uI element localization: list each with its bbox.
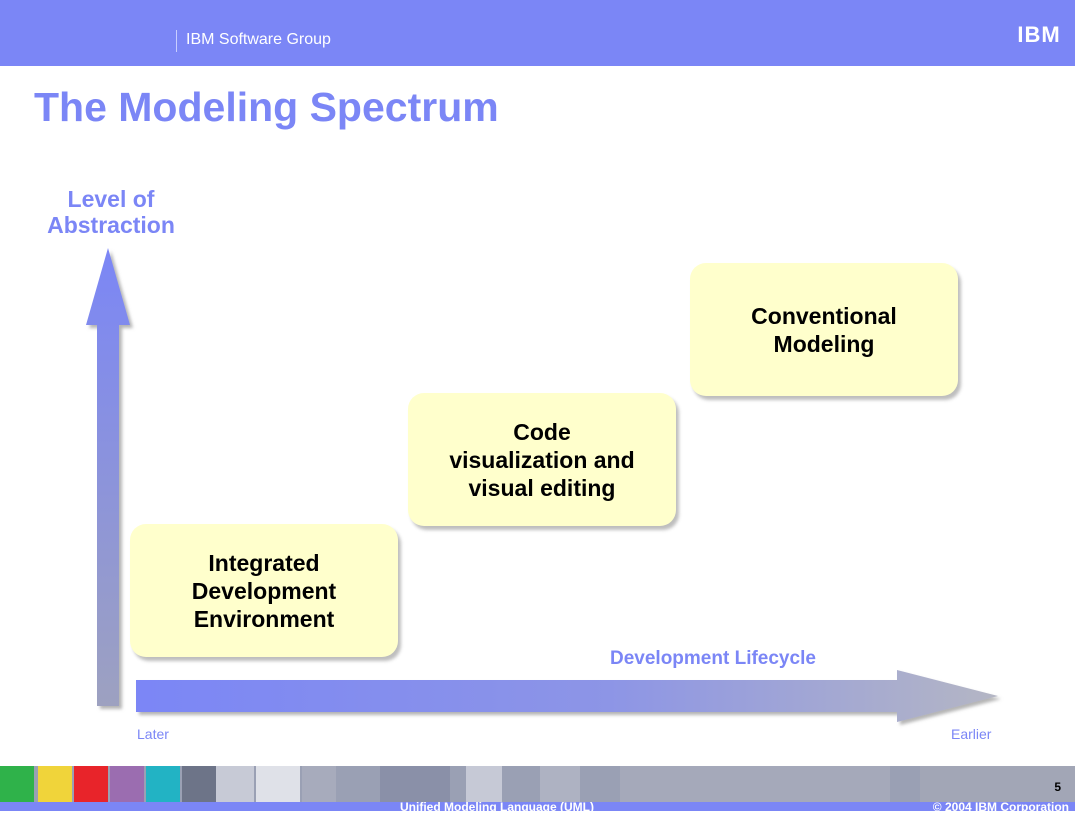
footer-tile-gray [620, 766, 890, 802]
header-separator [176, 30, 177, 52]
ibm-logo: IBM [1017, 22, 1061, 47]
y-axis-label: Level of Abstraction [47, 186, 175, 238]
ide-box-label: Integrated Development Environment [191, 549, 337, 632]
footer-bar [0, 802, 1075, 811]
code-visualization-box-label: Code visualization and visual editing [449, 418, 635, 501]
x-axis-arrow [136, 670, 998, 722]
footer-title: Unified Modeling Language (UML) [400, 800, 594, 814]
footer-tile-photo-3 [256, 766, 300, 802]
footer-tile-photo-7 [540, 766, 580, 802]
code-visualization-box: Code visualization and visual editing [408, 393, 676, 526]
conventional-modeling-box: Conventional Modeling [690, 263, 958, 396]
footer-tile-yellow [38, 766, 72, 802]
footer-tile-photo-2 [216, 766, 254, 802]
footer-tile-green [0, 766, 34, 802]
footer-tile-photo-5 [380, 766, 450, 802]
y-axis-arrow [86, 248, 130, 706]
slide-title: The Modeling Spectrum [34, 84, 499, 130]
x-axis-end-label: Earlier [951, 726, 992, 742]
footer-tile-red [74, 766, 108, 802]
x-axis-label: Development Lifecycle [610, 648, 816, 669]
conventional-modeling-box-label: Conventional Modeling [751, 302, 897, 357]
ide-box: Integrated Development Environment [130, 524, 398, 657]
page-number: 5 [1054, 780, 1061, 794]
footer-tile-photo-1 [182, 766, 216, 802]
header-bar: IBM Software Group IBM [0, 0, 1075, 66]
footer-tile-purple [110, 766, 144, 802]
footer-copyright: © 2004 IBM Corporation [932, 800, 1069, 814]
header-group-name: IBM Software Group [186, 31, 331, 48]
x-axis-start-label: Later [137, 726, 169, 742]
footer-tile-gray-2 [920, 766, 1075, 802]
footer-tile-cyan [146, 766, 180, 802]
footer-tile-photo-4 [302, 766, 336, 802]
footer-tile-photo-6 [466, 766, 502, 802]
